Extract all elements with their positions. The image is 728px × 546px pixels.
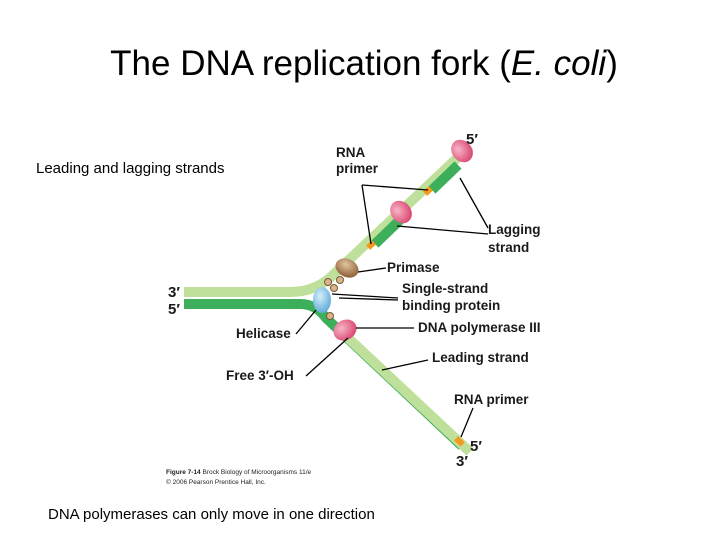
label-free-3-oh: Free 3′-OH	[226, 368, 294, 383]
dna-polymerase-iii	[333, 319, 357, 341]
note-polymerase-direction: DNA polymerases can only move in one dir…	[48, 506, 375, 523]
label-helicase: Helicase	[236, 326, 291, 341]
rna-primer-mark-2	[366, 240, 376, 250]
label-left-5-prime: 5′	[168, 301, 180, 318]
okazaki-fragment-1	[428, 161, 462, 194]
leader-lines	[295, 177, 489, 438]
parental-strand-lower	[184, 299, 466, 450]
label-bottom-3-prime: 3′	[456, 453, 468, 470]
figure-caption-line1: Figure 7-14 Brock Biology of Microorgani…	[166, 469, 311, 476]
label-lagging-1: Lagging	[488, 222, 541, 237]
label-dna-polymerase-iii: DNA polymerase III	[418, 320, 541, 335]
okazaki-fragment-2	[371, 216, 404, 248]
title-prefix: The DNA replication fork (	[110, 44, 511, 83]
label-rna-primer-bottom: RNA primer	[454, 392, 529, 407]
label-top-5-prime: 5′	[466, 131, 478, 148]
polymerase-top	[451, 139, 473, 163]
label-ssb-1: Single-strand	[402, 281, 488, 296]
primase-enzyme	[335, 258, 359, 278]
leading-strand	[342, 332, 474, 456]
figure-caption-line2: © 2006 Pearson Prentice Hall, Inc.	[166, 478, 266, 486]
ssb-bead	[326, 312, 334, 320]
parental-strand-upper	[184, 142, 474, 297]
polymerase-middle	[390, 200, 412, 224]
title-suffix: )	[606, 44, 618, 83]
label-lagging-2: strand	[488, 240, 529, 255]
label-rna-primer-1: RNA	[336, 145, 365, 160]
label-leading-strand: Leading strand	[432, 350, 529, 365]
label-primase: Primase	[387, 260, 440, 275]
title-organism: E. coli	[510, 44, 607, 83]
slide-title: The DNA replication fork (E. coli)	[0, 44, 728, 84]
ssb-bead	[330, 284, 338, 292]
label-ssb-2: binding protein	[402, 298, 500, 313]
rna-primer-mark-3	[454, 436, 465, 447]
rna-primer-mark-1	[423, 186, 433, 196]
ssb-bead	[336, 276, 344, 284]
ssb-bead	[324, 278, 332, 286]
note-leading-lagging: Leading and lagging strands	[36, 160, 225, 177]
helicase-enzyme	[313, 287, 331, 313]
label-left-3-prime: 3′	[168, 284, 180, 301]
label-rna-primer-2: primer	[336, 161, 379, 176]
label-bottom-5-prime: 5′	[470, 438, 482, 455]
